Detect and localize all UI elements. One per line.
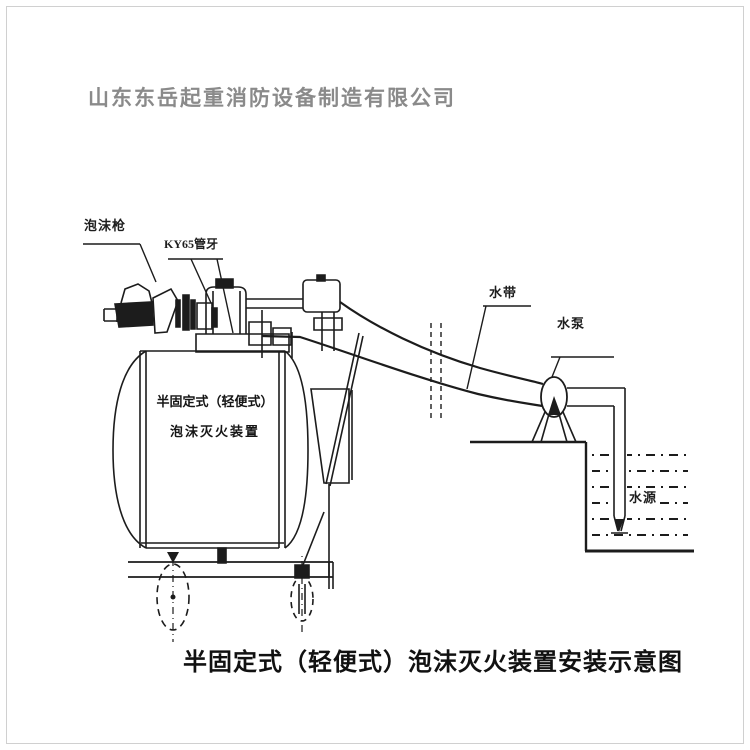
- pipe-thread-leader-1: [191, 259, 211, 303]
- label-foam-gun: 泡沫枪: [84, 218, 127, 233]
- hoses: [262, 302, 543, 406]
- coupling-bar-3: [191, 300, 195, 329]
- foot-valve: [615, 519, 624, 532]
- diagram-caption: 半固定式（轻便式）泡沫灭火装置安装示意图: [183, 650, 683, 676]
- water-pump: [532, 377, 576, 442]
- label-water-hose: 水带: [489, 285, 518, 300]
- frame-brace: [303, 512, 324, 565]
- mount-plate: [196, 334, 289, 352]
- tank-label-line2: 泡沫灭火装置: [169, 424, 260, 439]
- foam-gun: [104, 284, 217, 333]
- stand-bracket: [311, 389, 349, 483]
- side-fitting-1: [249, 322, 271, 345]
- company-title: 山东东岳起重消防设备制造有限公司: [88, 86, 456, 110]
- cart: [128, 548, 333, 642]
- coupling-bar-1: [176, 300, 180, 327]
- gun-top: [121, 284, 152, 303]
- label-water-source: 水源: [627, 490, 660, 506]
- tank-label-line1: 半固定式（轻便式）: [156, 394, 274, 409]
- coupling-bar-4: [212, 308, 217, 327]
- water-pump-leader: [552, 357, 560, 377]
- tank-top-fittings: [196, 275, 342, 358]
- tank-left-cap: [113, 351, 146, 548]
- outlet-unit: [303, 280, 340, 312]
- stand-and-handle: [303, 333, 363, 577]
- leader-lines: [83, 244, 614, 389]
- coupling-sleeve: [197, 303, 212, 329]
- label-water-pump: 水泵: [557, 316, 586, 331]
- lower-hose: [262, 336, 542, 406]
- tank-label: 半固定式（轻便式） 泡沫灭火装置: [146, 394, 284, 440]
- left-wheel-pin: [167, 552, 179, 563]
- suction-pipe: [567, 388, 628, 533]
- pipe-mask: [612, 413, 627, 531]
- pipe-thread-leader-2: [217, 259, 233, 333]
- label-pipe-thread: KY65管牙: [164, 237, 219, 251]
- pump-body: [541, 377, 567, 417]
- handle-line-2: [330, 336, 363, 486]
- tank-support-tab: [218, 548, 226, 563]
- foam-tank: [113, 351, 308, 548]
- tank-right-cap: [285, 351, 308, 548]
- pump-impeller: [548, 396, 561, 415]
- gun-body: [115, 302, 153, 327]
- hose-break-marks: [431, 323, 441, 418]
- outlet-unit-cap: [317, 275, 325, 281]
- outlet-unit-base: [314, 318, 342, 330]
- foam-gun-leader: [140, 244, 156, 282]
- valve-cap: [216, 279, 233, 288]
- upper-hose: [340, 302, 543, 384]
- handle-line-1: [326, 333, 359, 484]
- water-hose-leader: [467, 306, 486, 389]
- water-reservoir: [470, 388, 694, 551]
- gun-grip: [153, 289, 178, 333]
- coupling-bar-2: [183, 295, 189, 330]
